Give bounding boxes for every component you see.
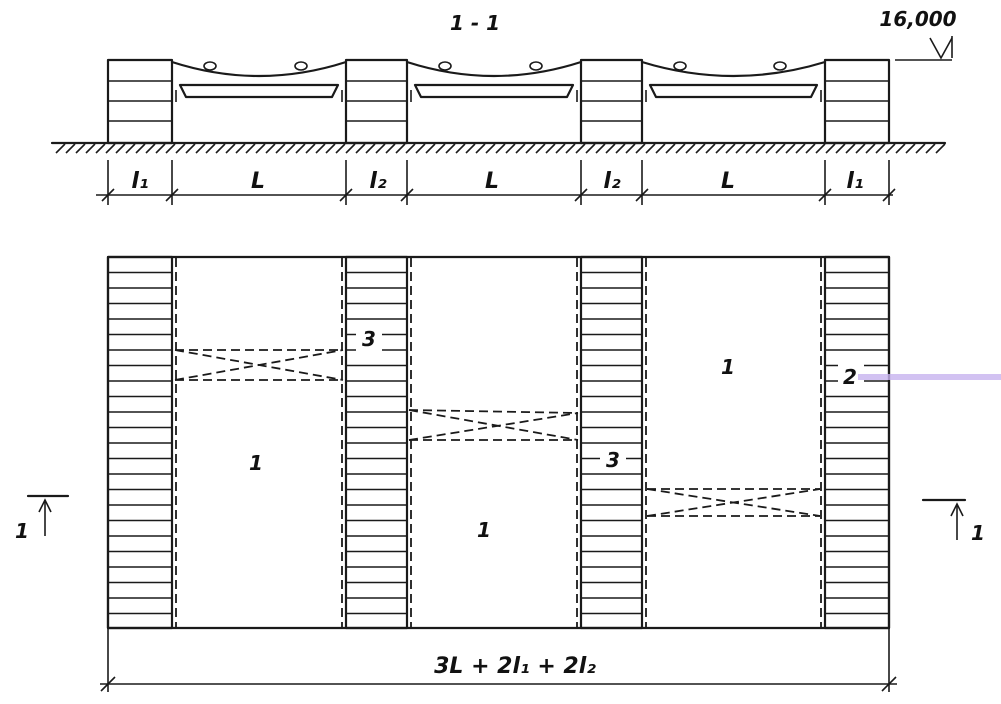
span-label-l2-left: l₂	[369, 169, 387, 194]
bay-label-3: 1	[721, 355, 735, 379]
callout-3-lower-label: 3	[606, 448, 620, 472]
plan-view: 1 1 1 3 3 2 1 1	[15, 255, 1001, 692]
callout-3-upper: 3	[356, 326, 382, 352]
section-view: 1 - 1 16,000 l₁ L l₂ L l₂ L l₁	[50, 7, 957, 205]
section-cut-left: 1	[15, 494, 70, 543]
section-stack-1	[106, 58, 174, 145]
plan-stack-1	[106, 255, 174, 630]
section-cut-right-label: 1	[971, 521, 985, 545]
elevation-marker: 16,000	[879, 7, 957, 61]
callout-3-lower: 3	[600, 447, 626, 473]
callout-2: 2	[838, 364, 1001, 390]
section-stacks	[106, 58, 891, 145]
section-bay-1	[170, 60, 348, 102]
span-label-L-2: L	[485, 169, 499, 194]
section-cut-right: 1	[921, 498, 985, 545]
ground-line	[50, 141, 947, 154]
cross-bracing-bay-3	[646, 488, 821, 517]
span-label-l1-left: l₁	[131, 169, 148, 194]
span-label-L-1: L	[251, 169, 265, 194]
cross-bracing-bay-1	[174, 349, 344, 381]
plan-stack-2	[344, 255, 409, 630]
total-dimension-line: 3L + 2l₁ + 2l₂	[100, 628, 897, 692]
bay-label-2: 1	[477, 518, 491, 542]
elevation-value: 16,000	[879, 7, 956, 31]
section-stack-3	[579, 58, 644, 145]
section-stack-2	[344, 58, 409, 145]
section-bay-2	[405, 60, 583, 102]
plan-stack-4	[823, 255, 891, 630]
section-bay-3	[640, 60, 827, 102]
bay-label-1: 1	[249, 451, 263, 475]
section-stack-4	[823, 58, 891, 145]
plan-stack-3	[579, 255, 644, 630]
plan-stacks	[106, 255, 891, 630]
callout-3-upper-label: 3	[362, 327, 376, 351]
section-bays	[170, 60, 827, 102]
plan-outline	[106, 255, 891, 630]
span-label-l2-right: l₂	[603, 169, 621, 194]
span-label-l1-right: l₁	[846, 169, 863, 194]
span-dimension-line: l₁ L l₂ L l₂ L l₁	[96, 160, 896, 205]
callout-2-label: 2	[843, 365, 857, 389]
section-cut-left-label: 1	[15, 519, 29, 543]
span-label-L-3: L	[721, 169, 735, 194]
total-dimension-label: 3L + 2l₁ + 2l₂	[434, 654, 596, 679]
cross-bracing-bay-2	[408, 409, 579, 441]
section-title: 1 - 1	[450, 11, 500, 35]
bay-dashed-edges	[175, 258, 822, 627]
